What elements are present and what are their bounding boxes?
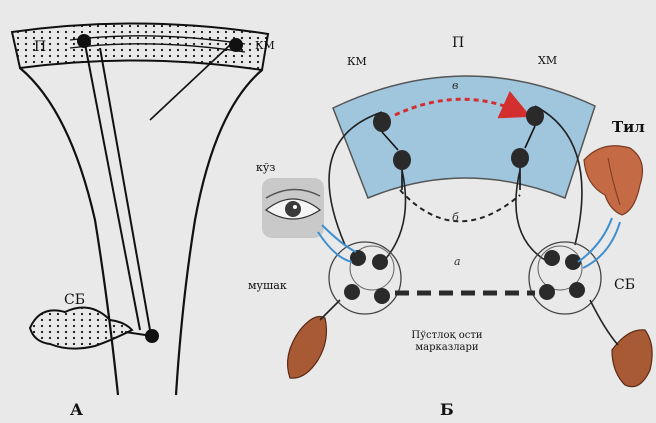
subcortical-note: Пўстлоқ ости марказлари <box>402 330 492 354</box>
label-muscle: мушак <box>248 280 287 291</box>
muscle-left-icon <box>288 317 327 379</box>
label-km-b: КМ <box>347 56 367 67</box>
label-sb-b: СБ <box>614 278 635 292</box>
sb-nucleus-a <box>30 308 132 349</box>
label-b: б <box>452 212 459 223</box>
neuron-a-left <box>77 34 91 48</box>
label-sb-a: СБ <box>64 293 85 307</box>
label-v: в <box>452 80 458 91</box>
neuron-a-bottom <box>145 329 159 343</box>
note-line-1: Пўстлоқ ости <box>411 330 482 341</box>
caption-b: Б <box>440 402 454 418</box>
label-p-b: П <box>452 36 464 50</box>
label-km-a: КМ <box>255 40 275 51</box>
subcortical-left <box>329 242 401 314</box>
neuron-a-right <box>229 38 243 52</box>
brain-outline-right <box>176 70 262 395</box>
note-line-2: марказлари <box>415 342 478 353</box>
label-a: а <box>454 256 461 267</box>
tongue-icon <box>584 146 642 215</box>
cortex-block-b <box>333 76 595 198</box>
muscle-right-icon <box>612 330 652 387</box>
label-tongue: Тил <box>612 120 645 135</box>
label-eye: кўз <box>256 162 275 173</box>
panel-a <box>12 23 268 395</box>
label-p-a: П <box>34 40 46 54</box>
caption-a: А <box>70 402 83 418</box>
label-hm-b: ХМ <box>538 55 557 66</box>
dashed-arc-b <box>400 190 520 221</box>
eye-icon <box>262 178 324 238</box>
